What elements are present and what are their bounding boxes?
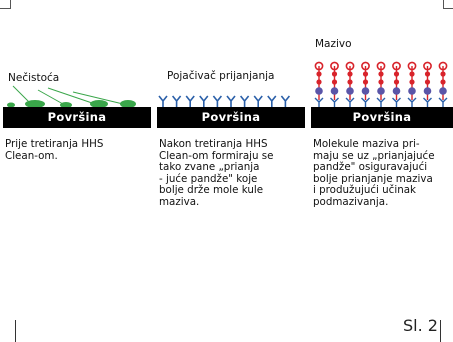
caption-after: Nakon tretiranja HHS Clean-om formiraju …	[159, 138, 274, 209]
dirt-label: Nečistoća	[8, 72, 60, 84]
caption-line: Prije tretiranja HHS	[5, 138, 104, 150]
adhesion-claw	[239, 95, 250, 107]
lubricant-illustration	[311, 58, 453, 108]
adhesion-claw	[226, 95, 236, 107]
lubricant-molecule	[376, 61, 386, 107]
frame-corner-line	[0, 8, 10, 9]
adhesion-claw	[199, 95, 209, 107]
pointer-line	[72, 91, 124, 105]
frame-side-line	[15, 320, 16, 342]
surface-bar: Površina	[311, 107, 453, 128]
surface-bar: Površina	[3, 107, 151, 128]
caption-line: tako zvane „prianja	[159, 161, 260, 174]
adhesion-claw	[185, 95, 195, 107]
top-frame	[0, 0, 453, 22]
adhesion-claw	[171, 95, 182, 107]
lubricant-molecule	[314, 61, 324, 107]
adhesion-promoter-label: Pojačivač prijanjanja	[167, 70, 275, 82]
pointer-line	[47, 87, 96, 105]
pointer-line	[12, 85, 32, 105]
lubricant-svg	[314, 61, 448, 107]
caption-before: Prije tretiranja HHS Clean-om.	[5, 138, 104, 162]
caption-line: maziva.	[159, 195, 200, 208]
pointer-line	[37, 89, 64, 105]
dirt-particle	[120, 100, 136, 108]
lubricant-molecule	[438, 61, 448, 107]
figure-number: Sl. 2	[403, 316, 438, 335]
adhesion-claw	[158, 95, 168, 107]
claws-svg	[158, 95, 291, 107]
dirt-particle	[7, 102, 15, 108]
frame-corner-line	[443, 8, 453, 9]
frame-corner-line	[10, 0, 11, 9]
dirt-illustration	[3, 82, 151, 132]
caption-line: maju se uz „prianjajuće	[313, 149, 435, 162]
caption-line: Clean-om.	[5, 149, 58, 162]
caption-line: Molekule maziva pri-	[313, 138, 420, 150]
adhesion-claw	[267, 95, 277, 107]
claws-illustration	[157, 82, 305, 132]
caption-lubricant: Molekule maziva pri- maju se uz „prianja…	[313, 138, 435, 209]
caption-line: Nakon tretiranja HHS	[159, 138, 268, 150]
caption-line: bolje prianjanje maziva	[313, 172, 433, 185]
dirt-svg	[7, 85, 136, 108]
lubricant-molecule	[392, 61, 401, 107]
dirt-particle	[60, 102, 72, 108]
lubricant-label: Mazivo	[315, 38, 352, 50]
caption-line: podmazivanja.	[313, 195, 389, 208]
adhesion-claw	[253, 95, 263, 107]
lubricant-molecule	[330, 61, 339, 107]
lubricant-molecule	[345, 61, 355, 107]
adhesion-claw	[280, 95, 291, 107]
lubricant-molecule	[361, 61, 370, 107]
lubricant-molecule	[407, 61, 417, 107]
adhesion-claw	[212, 95, 223, 107]
caption-line: pandže" osiguravajući	[313, 161, 428, 174]
caption-line: bolje drže mole kule	[159, 184, 264, 197]
caption-line: Clean-om formiraju se	[159, 149, 274, 162]
caption-line: i produžujući učinak	[313, 184, 416, 197]
dirt-particle	[25, 100, 45, 108]
dirt-particle	[90, 100, 108, 108]
frame-corner-line	[443, 0, 444, 9]
caption-line: - juće pandže" koje	[159, 172, 258, 185]
frame-side-line	[440, 320, 441, 342]
lubricant-molecule	[423, 61, 432, 107]
surface-bar: Površina	[157, 107, 305, 128]
